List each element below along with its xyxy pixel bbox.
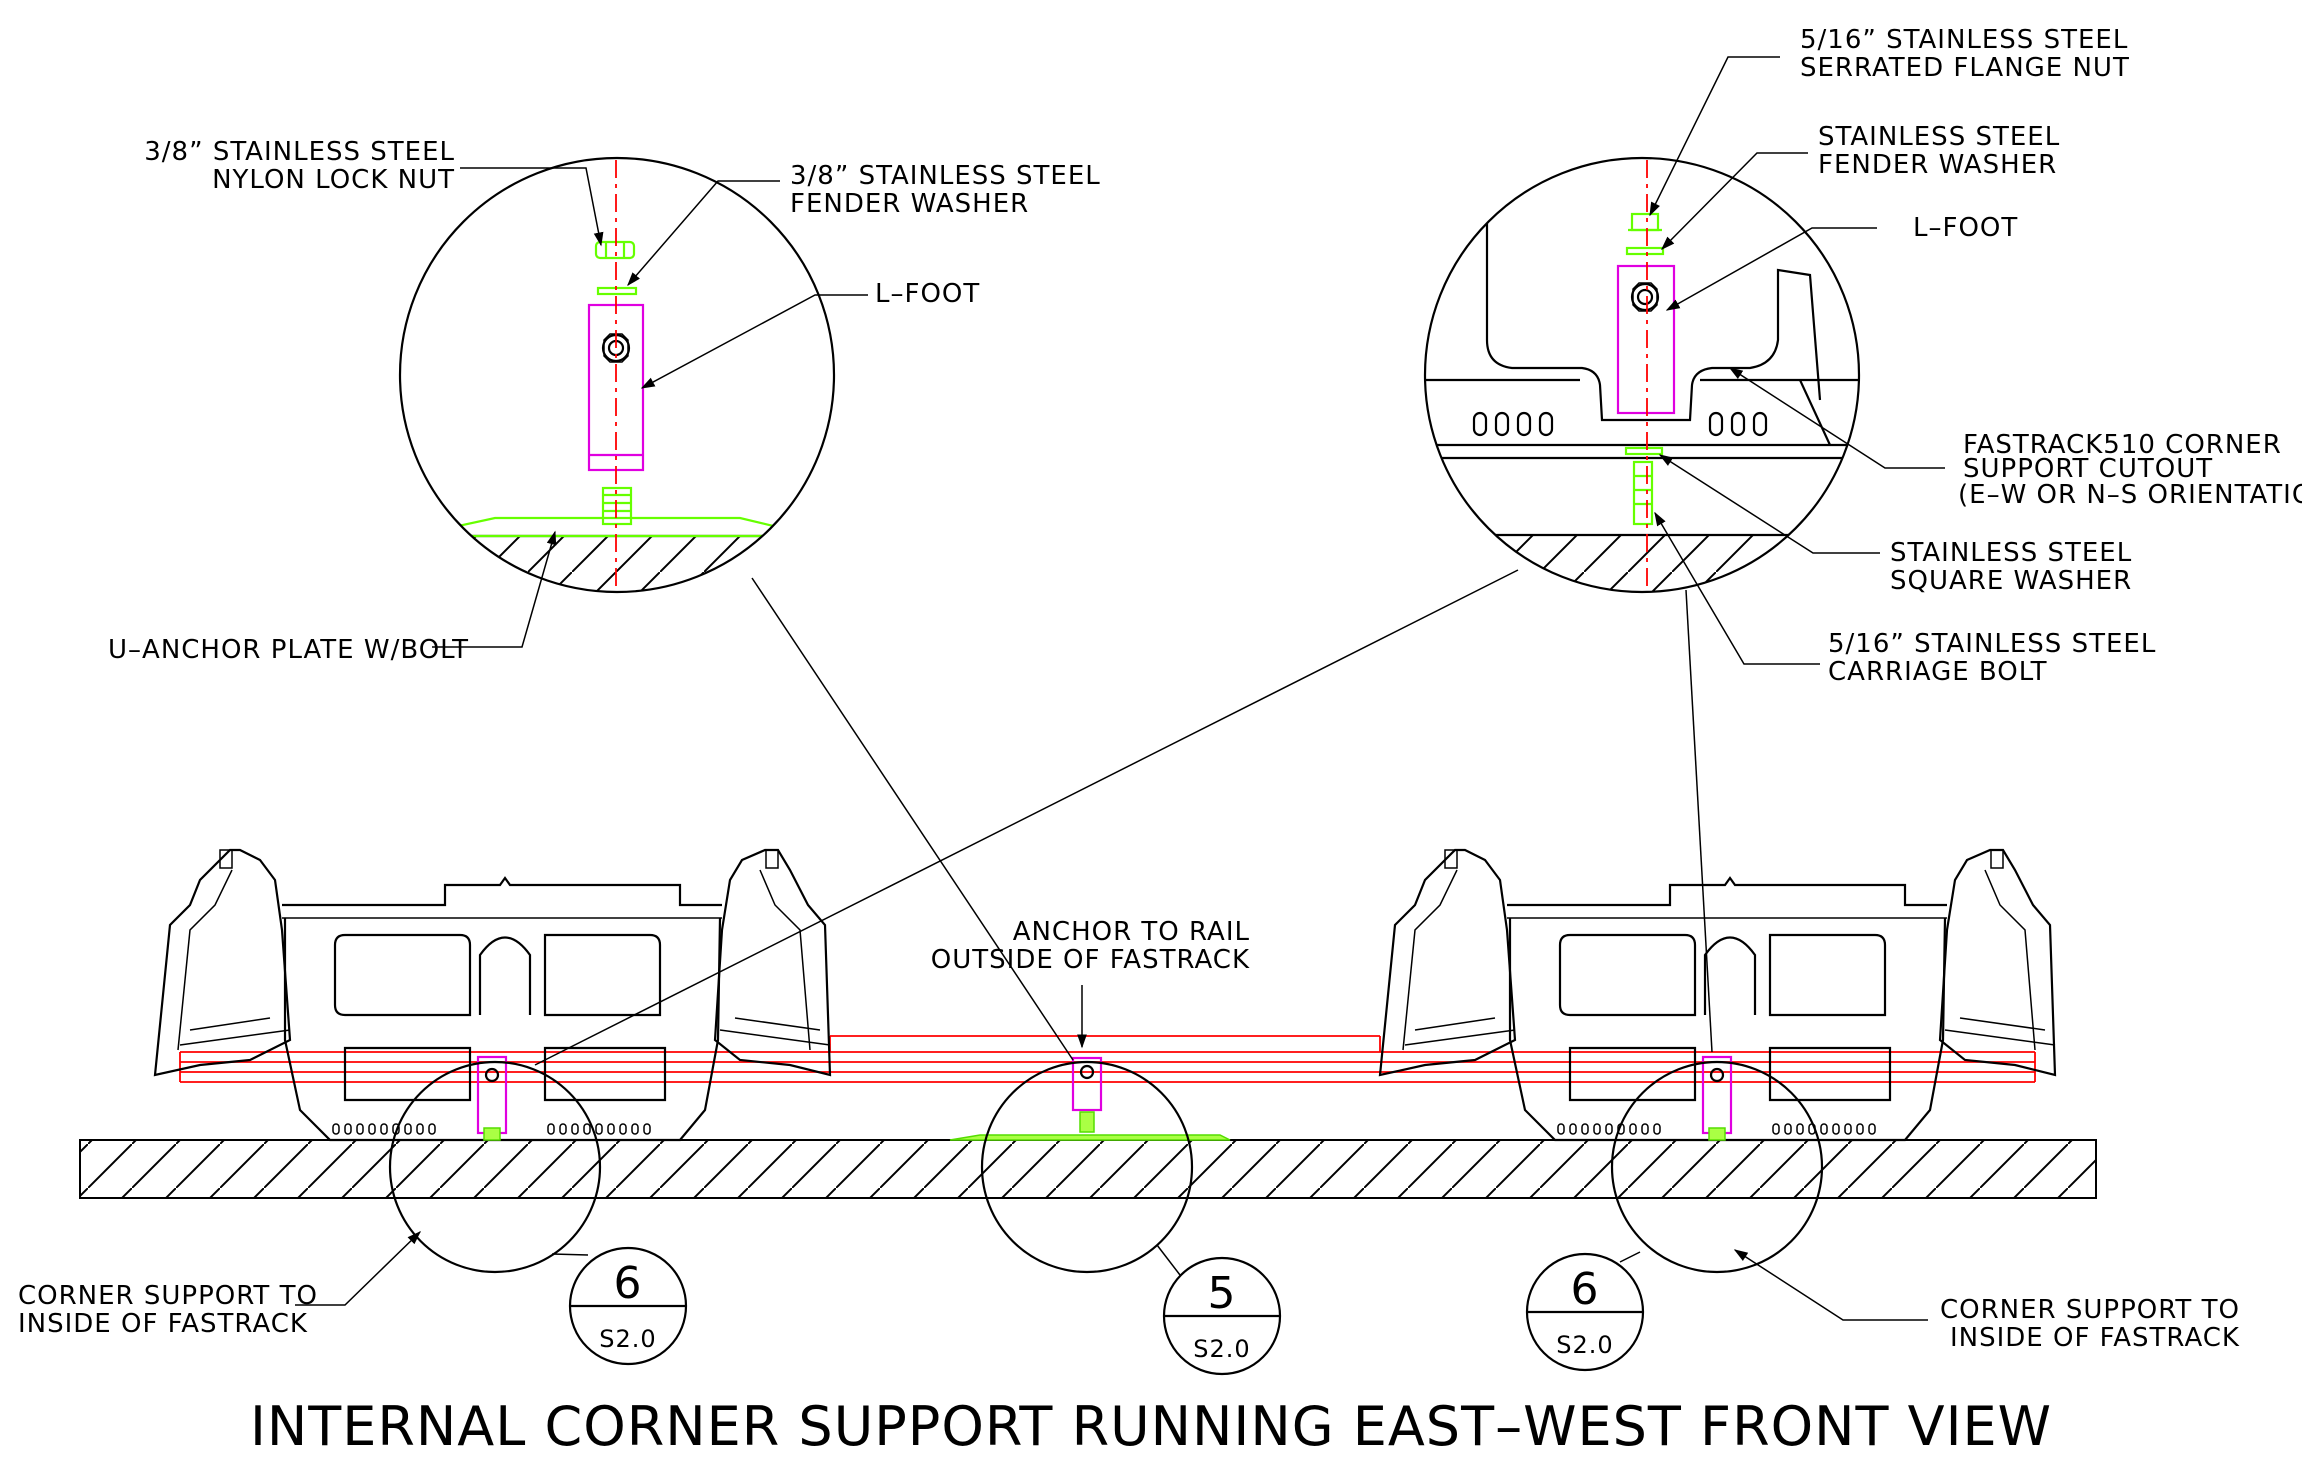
fastrack-unit-right — [1378, 848, 2057, 1142]
label-anchor-rail: ANCHOR TO RAIL OUTSIDE OF FASTRACK — [931, 917, 1250, 975]
svg-text:3/8” STAINLESS STEEL: 3/8” STAINLESS STEEL — [144, 137, 455, 167]
svg-text:6: 6 — [614, 1258, 643, 1309]
label-u-anchor: U–ANCHOR PLATE W/BOLT — [108, 635, 469, 665]
center-rail-anchor — [949, 1056, 1231, 1141]
svg-text:CARRIAGE BOLT: CARRIAGE BOLT — [1828, 657, 2048, 687]
label-corner-right: CORNER SUPPORT TO INSIDE OF FASTRACK — [1940, 1295, 2240, 1353]
svg-text:5: 5 — [1208, 1268, 1237, 1319]
svg-text:OUTSIDE OF FASTRACK: OUTSIDE OF FASTRACK — [931, 945, 1250, 975]
svg-text:3/8” STAINLESS STEEL: 3/8” STAINLESS STEEL — [790, 161, 1101, 191]
svg-text:CORNER SUPPORT TO: CORNER SUPPORT TO — [18, 1281, 318, 1311]
svg-text:S2.0: S2.0 — [1556, 1331, 1613, 1359]
label-carriage-bolt: 5/16” STAINLESS STEEL CARRIAGE BOLT — [1828, 629, 2156, 687]
detail-callout-2: 5 S2.0 — [1156, 1244, 1282, 1376]
detail-callout-1: 6 S2.0 — [551, 1246, 688, 1366]
svg-text:CORNER SUPPORT TO: CORNER SUPPORT TO — [1940, 1295, 2240, 1325]
anchor-bolt — [601, 486, 633, 526]
detail-marker-circle-right — [1610, 1060, 1824, 1274]
detail-marker-circle-left — [388, 1060, 602, 1274]
l-foot-right — [1616, 264, 1676, 415]
label-fender-washer-38: 3/8” STAINLESS STEEL FENDER WASHER — [790, 161, 1101, 219]
label-cutout: FASTRACK510 CORNER SUPPORT CUTOUT (E–W O… — [1958, 430, 2302, 510]
square-washer — [1624, 446, 1664, 456]
svg-text:NYLON LOCK NUT: NYLON LOCK NUT — [212, 165, 455, 195]
label-fender-washer-ss: STAINLESS STEEL FENDER WASHER — [1818, 122, 2060, 180]
svg-text:S2.0: S2.0 — [599, 1325, 656, 1353]
label-square-washer: STAINLESS STEEL SQUARE WASHER — [1890, 538, 2132, 596]
flange-nut — [1630, 212, 1660, 232]
label-l-foot-right: L–FOOT — [1913, 213, 2018, 243]
svg-text:SUPPORT CUTOUT: SUPPORT CUTOUT — [1963, 454, 2213, 484]
svg-text:ANCHOR TO RAIL: ANCHOR TO RAIL — [1013, 917, 1250, 947]
svg-text:SQUARE WASHER: SQUARE WASHER — [1890, 566, 2132, 596]
svg-text:S2.0: S2.0 — [1193, 1335, 1250, 1363]
svg-text:SERRATED FLANGE NUT: SERRATED FLANGE NUT — [1800, 53, 2130, 83]
label-lock-nut: 3/8” STAINLESS STEEL NYLON LOCK NUT — [144, 137, 455, 195]
fender-washer-right — [1625, 246, 1665, 256]
detail-circle-left — [398, 156, 836, 594]
leader-lines — [295, 56, 1945, 1321]
svg-text:INSIDE OF FASTRACK: INSIDE OF FASTRACK — [1950, 1323, 2240, 1353]
svg-text:5/16” STAINLESS STEEL: 5/16” STAINLESS STEEL — [1828, 629, 2156, 659]
fender-washer-left — [596, 286, 638, 296]
lock-nut — [594, 240, 636, 260]
svg-text:(E–W OR N–S ORIENTATION): (E–W OR N–S ORIENTATION) — [1958, 480, 2302, 510]
detail-circle-right — [1423, 156, 1861, 594]
ground-slab — [79, 1139, 2097, 1199]
detail-callout-3: 6 S2.0 — [1525, 1251, 1645, 1372]
label-l-foot-left: L–FOOT — [875, 279, 980, 309]
svg-text:FASTRACK510 CORNER: FASTRACK510 CORNER — [1963, 430, 2282, 460]
rails — [179, 1035, 2036, 1083]
svg-text:5/16” STAINLESS STEEL: 5/16” STAINLESS STEEL — [1800, 25, 2128, 55]
drawing-title: INTERNAL CORNER SUPPORT RUNNING EAST–WES… — [250, 1395, 2052, 1457]
u-anchor-plate — [432, 516, 798, 538]
label-corner-left: CORNER SUPPORT TO INSIDE OF FASTRACK — [18, 1281, 318, 1339]
carriage-bolt — [1632, 460, 1654, 526]
svg-text:6: 6 — [1571, 1264, 1600, 1315]
detail-marker-circle-center — [980, 1060, 1194, 1274]
cutout-slots — [1472, 411, 1768, 437]
svg-text:FENDER WASHER: FENDER WASHER — [790, 189, 1029, 219]
svg-text:INSIDE OF FASTRACK: INSIDE OF FASTRACK — [18, 1309, 308, 1339]
label-flange-nut: 5/16” STAINLESS STEEL SERRATED FLANGE NU… — [1800, 25, 2130, 83]
fastrack-unit-left — [153, 848, 832, 1142]
svg-text:STAINLESS STEEL: STAINLESS STEEL — [1890, 538, 2132, 568]
svg-text:FENDER WASHER: FENDER WASHER — [1818, 150, 2057, 180]
svg-text:STAINLESS STEEL: STAINLESS STEEL — [1818, 122, 2060, 152]
